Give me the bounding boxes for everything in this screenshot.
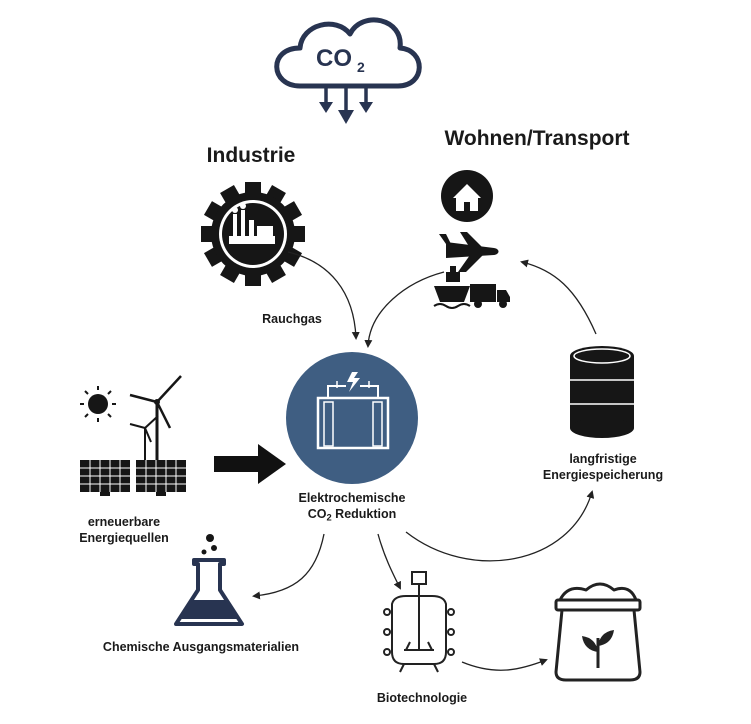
solar-panel-icon — [80, 460, 186, 496]
storage-label: langfristige Energiespeicherung — [518, 451, 688, 483]
center-label: Elektrochemische CO2 Reduktion — [272, 490, 432, 525]
grain-sack-icon — [554, 582, 642, 682]
bioreactor-icon — [383, 571, 455, 673]
flue-gas-label: Rauchgas — [262, 312, 322, 326]
big-right-arrow — [214, 444, 286, 484]
truck-icon — [470, 284, 510, 308]
industry-title: Industrie — [206, 144, 296, 167]
gear-factory-icon — [201, 182, 305, 286]
house-icon — [441, 170, 493, 222]
battery-cell-icon — [286, 352, 418, 484]
cloud-co2-icon: CO 2 — [274, 17, 422, 124]
storage-line1: langfristige — [569, 452, 637, 466]
center-line1: Elektrochemische — [298, 491, 406, 505]
arrow-center-to-biotech — [377, 533, 401, 590]
arrow-industry-to-center — [287, 251, 360, 340]
arrow-center-to-chemicals — [252, 533, 325, 600]
ship-icon — [433, 266, 471, 309]
center-co-subscript: 2 — [326, 512, 332, 523]
flask-icon — [174, 534, 244, 626]
renewables-line2: Energiequellen — [79, 531, 169, 545]
svg-text:2: 2 — [357, 59, 365, 75]
arrow-barrel-to-transport — [520, 259, 597, 335]
flow-arrows — [252, 251, 597, 671]
arrow-center-to-storage — [405, 490, 595, 562]
oil-barrel-icon — [570, 346, 634, 438]
wind-turbine-icon — [129, 375, 182, 466]
renewables-label: erneuerbare Energiequellen — [54, 514, 194, 546]
center-co-text: CO — [307, 507, 327, 521]
svg-text:CO: CO — [316, 45, 352, 72]
airplane-icon — [439, 232, 499, 272]
biotech-label: Biotechnologie — [376, 691, 468, 705]
center-reduction-text: Reduktion — [331, 507, 397, 521]
housing-transport-title: Wohnen/Transport — [444, 127, 630, 150]
sun-icon — [80, 386, 116, 422]
arrow-biotech-to-sack — [461, 658, 548, 671]
renewables-line1: erneuerbare — [87, 515, 161, 529]
arrow-transport-to-center — [364, 271, 445, 348]
center-line2: CO2 Reduktion — [272, 506, 432, 525]
chemicals-label: Chemische Ausgangsmaterialien — [102, 640, 300, 654]
storage-line2: Energiespeicherung — [542, 468, 664, 482]
